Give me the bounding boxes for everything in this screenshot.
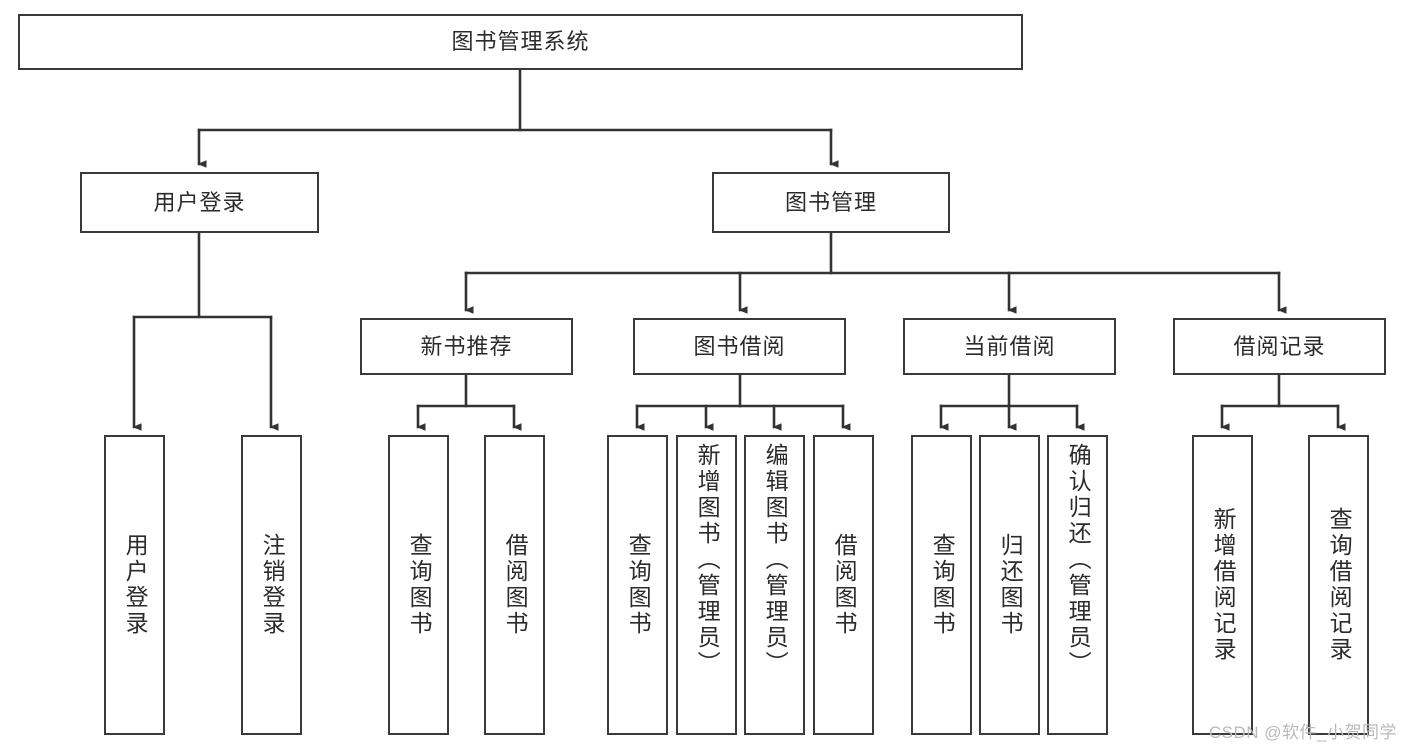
node-new-book-recommend[interactable]: 新书推荐: [360, 318, 573, 375]
node-leaf-bb-borrow-book-label: 借阅图书: [831, 533, 858, 637]
node-leaf-user-login[interactable]: 用户登录: [104, 435, 165, 735]
node-leaf-bb-add-book-label: 新增图书（管理员）: [694, 443, 721, 677]
node-leaf-cb-query-book[interactable]: 查询图书: [911, 435, 972, 735]
node-root-label: 图书管理系统: [451, 29, 590, 54]
node-borrow-record-label: 借阅记录: [1233, 333, 1326, 359]
node-leaf-br-query-record-label: 查询借阅记录: [1326, 507, 1353, 663]
node-leaf-bb-query-book[interactable]: 查询图书: [607, 435, 668, 735]
node-borrow-record[interactable]: 借阅记录: [1173, 318, 1386, 375]
node-leaf-cb-return-book[interactable]: 归还图书: [979, 435, 1040, 735]
node-root[interactable]: 图书管理系统: [18, 14, 1023, 70]
node-leaf-user-login-label: 用户登录: [122, 533, 149, 637]
node-new-book-recommend-label: 新书推荐: [420, 333, 513, 359]
node-leaf-br-add-record-label: 新增借阅记录: [1210, 507, 1237, 663]
node-leaf-bb-borrow-book[interactable]: 借阅图书: [813, 435, 874, 735]
node-leaf-cb-confirm-return[interactable]: 确认归还（管理员）: [1047, 435, 1108, 735]
node-user-login-label: 用户登录: [153, 189, 246, 215]
node-book-borrow-label: 图书借阅: [693, 333, 786, 359]
node-leaf-cb-return-book-label: 归还图书: [997, 533, 1024, 637]
watermark-text: CSDN @软件_小贺同学: [1208, 723, 1397, 742]
node-leaf-bb-add-book[interactable]: 新增图书（管理员）: [676, 435, 737, 735]
node-leaf-bb-edit-book[interactable]: 编辑图书（管理员）: [744, 435, 805, 735]
node-leaf-rec-borrow-book[interactable]: 借阅图书: [484, 435, 545, 735]
node-leaf-br-query-record[interactable]: 查询借阅记录: [1308, 435, 1369, 735]
node-book-manage[interactable]: 图书管理: [712, 172, 950, 233]
node-current-borrow[interactable]: 当前借阅: [903, 318, 1116, 375]
node-leaf-bb-edit-book-label: 编辑图书（管理员）: [762, 443, 789, 677]
node-user-login[interactable]: 用户登录: [80, 172, 319, 233]
node-book-borrow[interactable]: 图书借阅: [633, 318, 846, 375]
node-leaf-cb-confirm-return-label: 确认归还（管理员）: [1065, 443, 1092, 677]
node-leaf-bb-query-book-label: 查询图书: [625, 533, 652, 637]
node-book-manage-label: 图书管理: [784, 189, 877, 215]
node-leaf-user-logout[interactable]: 注销登录: [241, 435, 302, 735]
node-leaf-rec-query-book[interactable]: 查询图书: [388, 435, 449, 735]
node-leaf-cb-query-book-label: 查询图书: [929, 533, 956, 637]
node-leaf-rec-borrow-book-label: 借阅图书: [502, 533, 529, 637]
node-current-borrow-label: 当前借阅: [963, 333, 1056, 359]
node-leaf-user-logout-label: 注销登录: [259, 533, 286, 637]
node-leaf-br-add-record[interactable]: 新增借阅记录: [1192, 435, 1253, 735]
node-leaf-rec-query-book-label: 查询图书: [406, 533, 433, 637]
